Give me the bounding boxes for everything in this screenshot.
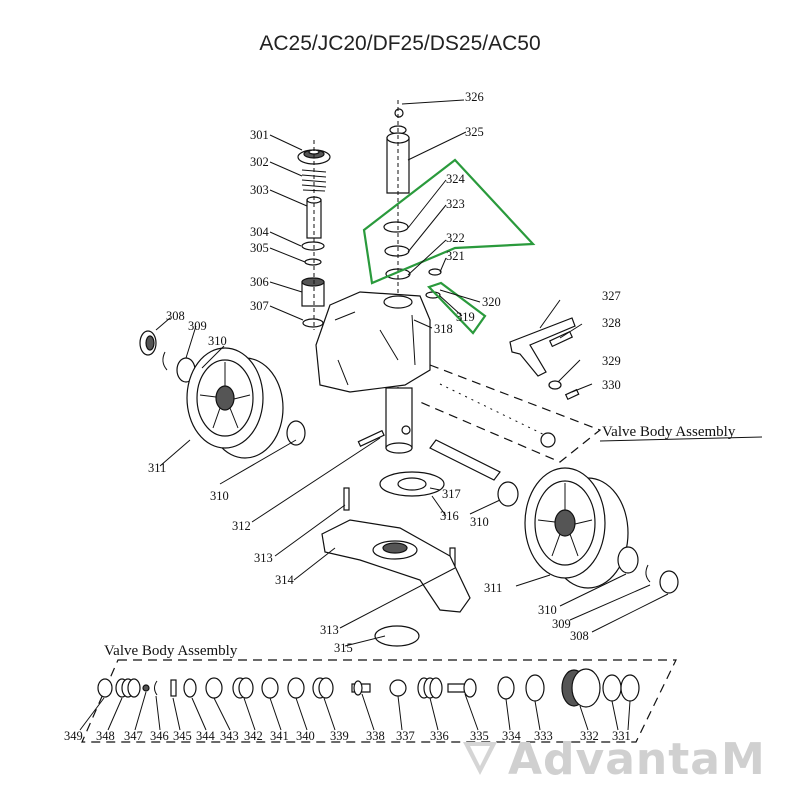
label-318: 318 xyxy=(434,322,453,336)
valve-body-assembly-top xyxy=(419,364,602,463)
label-344: 344 xyxy=(196,729,216,743)
label-328: 328 xyxy=(602,316,621,330)
label-331: 331 xyxy=(612,729,631,743)
valve-body-components-row xyxy=(97,668,640,708)
label-309-right: 309 xyxy=(552,617,571,631)
label-315: 315 xyxy=(334,641,353,655)
label-311-right: 311 xyxy=(484,581,502,595)
label-334: 334 xyxy=(502,729,522,743)
diagram-title: AC25/JC20/DF25/DS25/AC50 xyxy=(259,32,540,55)
label-336: 336 xyxy=(430,729,449,743)
label-338: 338 xyxy=(366,729,385,743)
label-340: 340 xyxy=(296,729,315,743)
advantam-watermark: AdvantaM xyxy=(463,734,766,785)
label-332: 332 xyxy=(580,729,599,743)
label-324: 324 xyxy=(446,172,466,186)
label-341: 341 xyxy=(270,729,289,743)
label-323: 323 xyxy=(446,197,465,211)
label-321: 321 xyxy=(446,249,465,263)
label-347: 347 xyxy=(124,729,143,743)
label-329: 329 xyxy=(602,354,621,368)
label-311-left: 311 xyxy=(148,461,166,475)
valve-assembly-box xyxy=(81,659,677,743)
label-320: 320 xyxy=(482,295,501,309)
right-wheel xyxy=(524,467,679,594)
part-number-labels: 326 325 324 323 322 321 320 319 318 301 … xyxy=(64,90,631,743)
label-339: 339 xyxy=(330,729,349,743)
leader-lines xyxy=(79,99,669,731)
label-307: 307 xyxy=(250,299,269,313)
label-335: 335 xyxy=(470,729,489,743)
label-342: 342 xyxy=(244,729,263,743)
label-343: 343 xyxy=(220,729,239,743)
label-310-right: 310 xyxy=(538,603,557,617)
label-327: 327 xyxy=(602,289,621,303)
label-309-left: 309 xyxy=(188,319,207,333)
label-306: 306 xyxy=(250,275,269,289)
label-326: 326 xyxy=(465,90,484,104)
valve-assembly-label-bottom: Valve Body Assembly xyxy=(104,643,238,659)
label-303: 303 xyxy=(250,183,269,197)
label-330: 330 xyxy=(602,378,621,392)
label-313-lower: 313 xyxy=(320,623,339,637)
label-308-right: 308 xyxy=(570,629,589,643)
label-333: 333 xyxy=(534,729,553,743)
label-313-upper: 313 xyxy=(254,551,273,565)
pump-body xyxy=(315,291,431,454)
label-316: 316 xyxy=(440,509,459,523)
left-wheel xyxy=(139,330,306,459)
label-310-center: 310 xyxy=(470,515,489,529)
label-346: 346 xyxy=(150,729,169,743)
label-314: 314 xyxy=(275,573,295,587)
highlight-outline-seals xyxy=(362,158,536,285)
label-348: 348 xyxy=(96,729,115,743)
handle-lever xyxy=(509,317,580,401)
label-319: 319 xyxy=(456,310,475,324)
label-310-left-lower: 310 xyxy=(210,489,229,503)
label-349: 349 xyxy=(64,729,83,743)
label-302: 302 xyxy=(250,155,269,169)
label-337: 337 xyxy=(396,729,415,743)
label-312: 312 xyxy=(232,519,251,533)
label-305: 305 xyxy=(250,241,269,255)
label-308-left: 308 xyxy=(166,309,185,323)
label-322: 322 xyxy=(446,231,465,245)
label-310-left: 310 xyxy=(208,334,227,348)
label-304: 304 xyxy=(250,225,270,239)
left-component-stack xyxy=(297,140,331,330)
highlight-outline-valve xyxy=(427,281,487,335)
valve-assembly-label-top: Valve Body Assembly xyxy=(602,424,736,440)
label-301: 301 xyxy=(250,128,269,142)
axle-and-fork xyxy=(321,429,519,647)
label-317: 317 xyxy=(442,487,461,501)
watermark-text: AdvantaM xyxy=(508,734,766,785)
label-345: 345 xyxy=(173,729,192,743)
label-325: 325 xyxy=(465,125,484,139)
